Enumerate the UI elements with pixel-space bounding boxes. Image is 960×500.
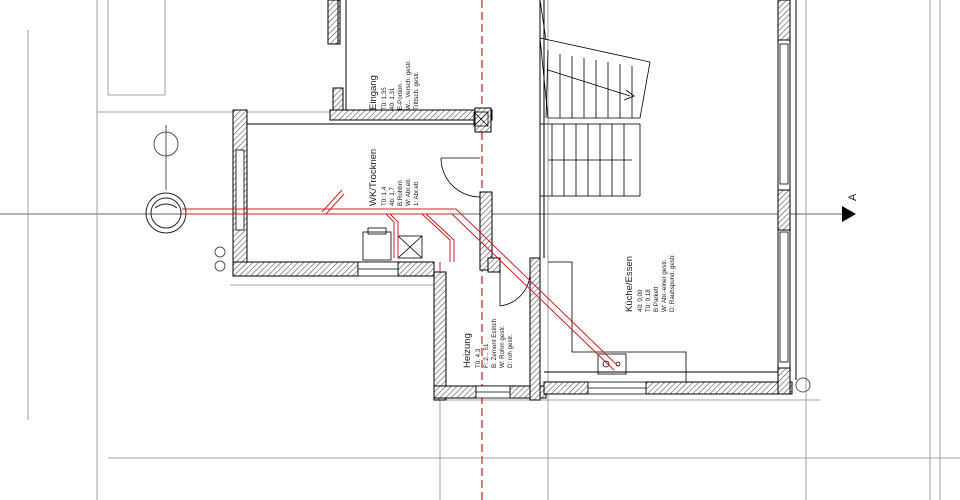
room-detail: W: Abr.-einer gestr. bbox=[661, 259, 668, 312]
room-name: Küche/Essen bbox=[624, 256, 635, 312]
door-swings bbox=[440, 157, 531, 307]
room-detail: W: Rohm gestr. bbox=[499, 325, 506, 368]
room-detail: F: 2... 51 bbox=[483, 343, 490, 368]
room-name: Eingang bbox=[368, 75, 379, 110]
room-detail: T0: 4,3 bbox=[475, 348, 482, 368]
room-detail: W: Abr.eb bbox=[405, 179, 412, 206]
pipe-runs bbox=[182, 189, 619, 371]
room-detail: T0: 0,18 bbox=[645, 289, 652, 312]
room-label-wk-trocknen: WK/Trocknen T0: 1,4 4b: 1,7 B:Rohbm W: A… bbox=[368, 149, 420, 206]
walls bbox=[232, 0, 793, 401]
room-name: WK/Trocknen bbox=[368, 149, 379, 206]
laundry-appliances bbox=[362, 111, 489, 261]
room-detail: 1: Abr.eb bbox=[413, 181, 420, 206]
wall-linings bbox=[246, 0, 797, 387]
section-marker-label: A bbox=[847, 193, 859, 201]
room-name: Heizung bbox=[462, 333, 473, 368]
room-label-kueche-essen: Küche/Essen 40: 0,00 T0: 0,18 B:Parkett … bbox=[624, 254, 676, 312]
room-detail: T0: 1,4 bbox=[381, 186, 388, 206]
room-detail: 40: 1,31 bbox=[389, 87, 396, 110]
room-detail: B:Rohbm bbox=[397, 180, 404, 206]
room-detail: B: Zement Estrich bbox=[491, 318, 498, 368]
windows bbox=[235, 43, 789, 399]
room-label-eingang: Eingang T0: 1,35 40: 1,31 E-Portion W...… bbox=[368, 60, 420, 110]
room-detail: T0: 1,35 bbox=[381, 87, 388, 110]
room-label-heizung: Heizung T0: 4,3 F: 2... 51 B: Zement Est… bbox=[462, 318, 514, 368]
room-detail: 4b: 1,7 bbox=[389, 187, 396, 206]
staircase bbox=[539, 0, 651, 197]
exterior-fixtures bbox=[145, 125, 811, 393]
room-detail: D: Rauhspund. gestr. bbox=[669, 254, 676, 312]
room-detail: Trittsch. gestr. bbox=[413, 71, 420, 110]
room-detail: 40: 0,00 bbox=[637, 289, 644, 312]
room-detail: E-Portion bbox=[397, 84, 404, 110]
room-detail: D: roh gestr. bbox=[507, 334, 514, 368]
room-detail: B:Parkett bbox=[653, 286, 660, 312]
section-marker: A bbox=[842, 193, 859, 222]
room-detail: W... Versch. gestr. bbox=[405, 60, 412, 110]
